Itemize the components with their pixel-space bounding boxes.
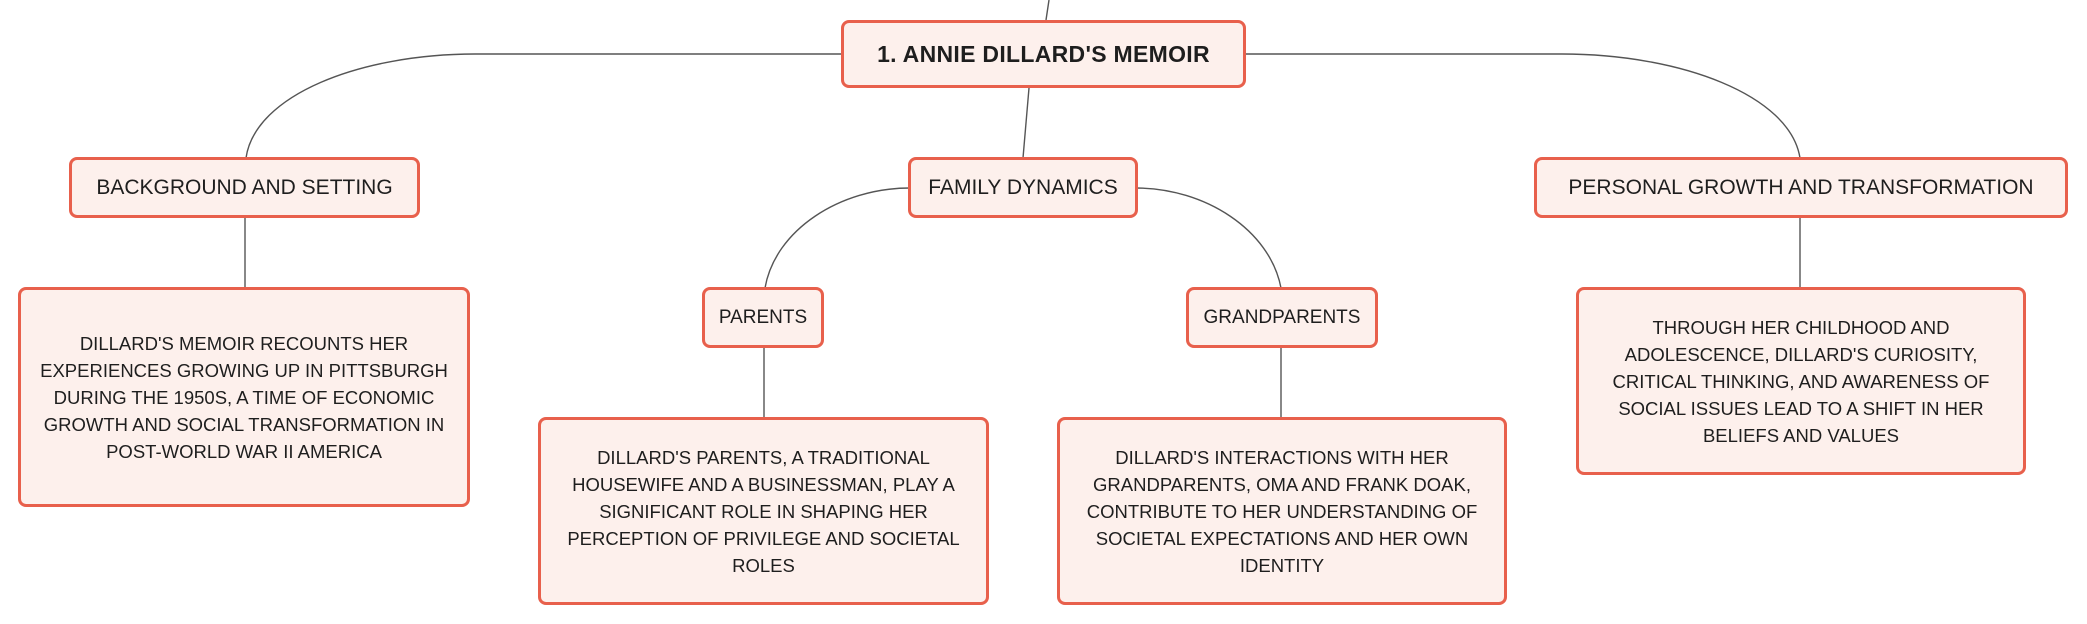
topic-personal-growth-and-transformation[interactable]: PERSONAL GROWTH AND TRANSFORMATION [1534,157,2068,218]
root-topic-node[interactable]: 1. ANNIE DILLARD'S MEMOIR [841,20,1246,88]
detail-grandparents[interactable]: DILLARD'S INTERACTIONS WITH HER GRANDPAR… [1057,417,1507,605]
detail-background-and-setting[interactable]: DILLARD'S MEMOIR RECOUNTS HER EXPERIENCE… [18,287,470,507]
detail-parents[interactable]: DILLARD'S PARENTS, A TRADITIONAL HOUSEWI… [538,417,989,605]
link-root-background [245,53,842,159]
topic-label: BACKGROUND AND SETTING [96,175,393,199]
detail-text: THROUGH HER CHILDHOOD AND ADOLESCENCE, D… [1612,316,1990,446]
topic-grandparents[interactable]: GRANDPARENTS [1186,287,1378,348]
link-root-parent [1045,0,1050,21]
root-topic-label: 1. ANNIE DILLARD'S MEMOIR [877,40,1210,67]
link-root-growth [1245,53,1801,159]
detail-personal-growth[interactable]: THROUGH HER CHILDHOOD AND ADOLESCENCE, D… [1576,287,2026,475]
detail-text: DILLARD'S PARENTS, A TRADITIONAL HOUSEWI… [567,446,960,576]
topic-label: GRANDPARENTS [1203,306,1361,328]
topic-label: PERSONAL GROWTH AND TRANSFORMATION [1568,175,2034,199]
topic-background-and-setting[interactable]: BACKGROUND AND SETTING [69,157,420,218]
detail-text: DILLARD'S MEMOIR RECOUNTS HER EXPERIENCE… [40,332,448,462]
topic-label: PARENTS [718,306,808,328]
link-root-family [1022,87,1030,159]
link-family-parents [764,187,911,289]
detail-text: DILLARD'S INTERACTIONS WITH HER GRANDPAR… [1086,446,1478,576]
topic-label: FAMILY DYNAMICS [928,175,1118,199]
link-family-grandparents [1135,187,1282,289]
topic-parents[interactable]: PARENTS [702,287,824,348]
topic-family-dynamics[interactable]: FAMILY DYNAMICS [908,157,1138,218]
